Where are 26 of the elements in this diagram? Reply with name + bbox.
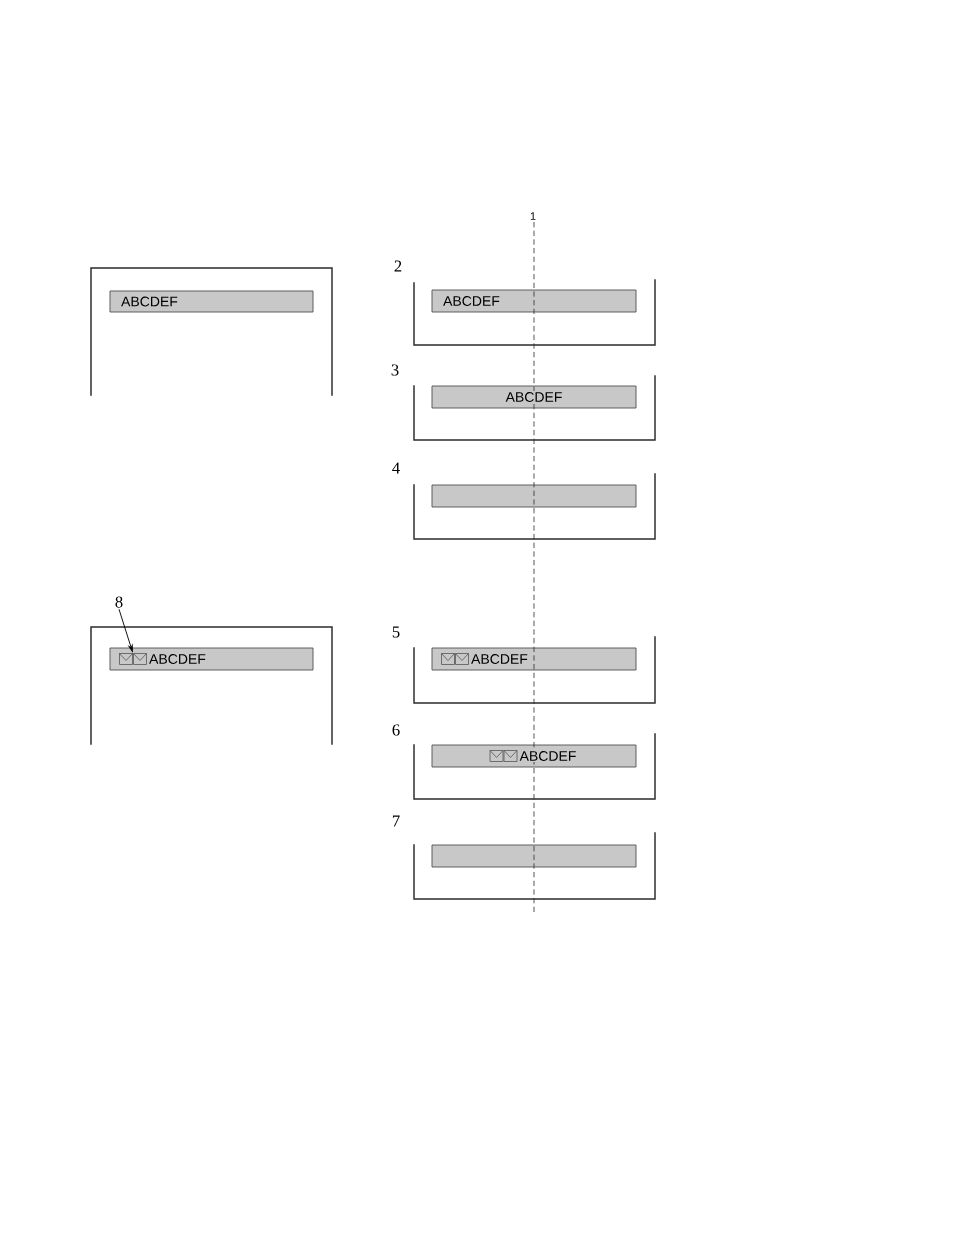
display-bar: ABCDEF — [431, 289, 637, 313]
callout-number: 8 — [115, 596, 123, 608]
display-frame — [90, 626, 333, 745]
callout-number: 2 — [394, 260, 402, 272]
callout-number: 6 — [392, 724, 400, 736]
callout-number: 4 — [392, 462, 400, 474]
display-bar — [431, 844, 637, 868]
display-frame — [413, 375, 656, 441]
display-frame — [413, 733, 656, 800]
callout-number: 5 — [392, 626, 400, 638]
display-frame — [90, 267, 333, 396]
display-bar: ABCDEF — [109, 647, 314, 671]
callout-number: 7 — [392, 815, 400, 827]
display-bar: ABCDEF — [431, 744, 637, 768]
envelope-icon — [118, 652, 134, 665]
display-bar: ABCDEF — [431, 385, 637, 409]
display-frame — [413, 832, 656, 900]
display-frame — [413, 636, 656, 704]
leader-arrow — [118, 608, 133, 652]
display-bar — [431, 484, 637, 508]
display-frame — [413, 473, 656, 540]
display-frame — [413, 279, 656, 346]
callout-number: 3 — [391, 364, 399, 376]
callout-number: 1 — [530, 212, 536, 220]
display-bar: ABCDEF — [109, 290, 314, 313]
display-bar: ABCDEF — [431, 647, 637, 671]
